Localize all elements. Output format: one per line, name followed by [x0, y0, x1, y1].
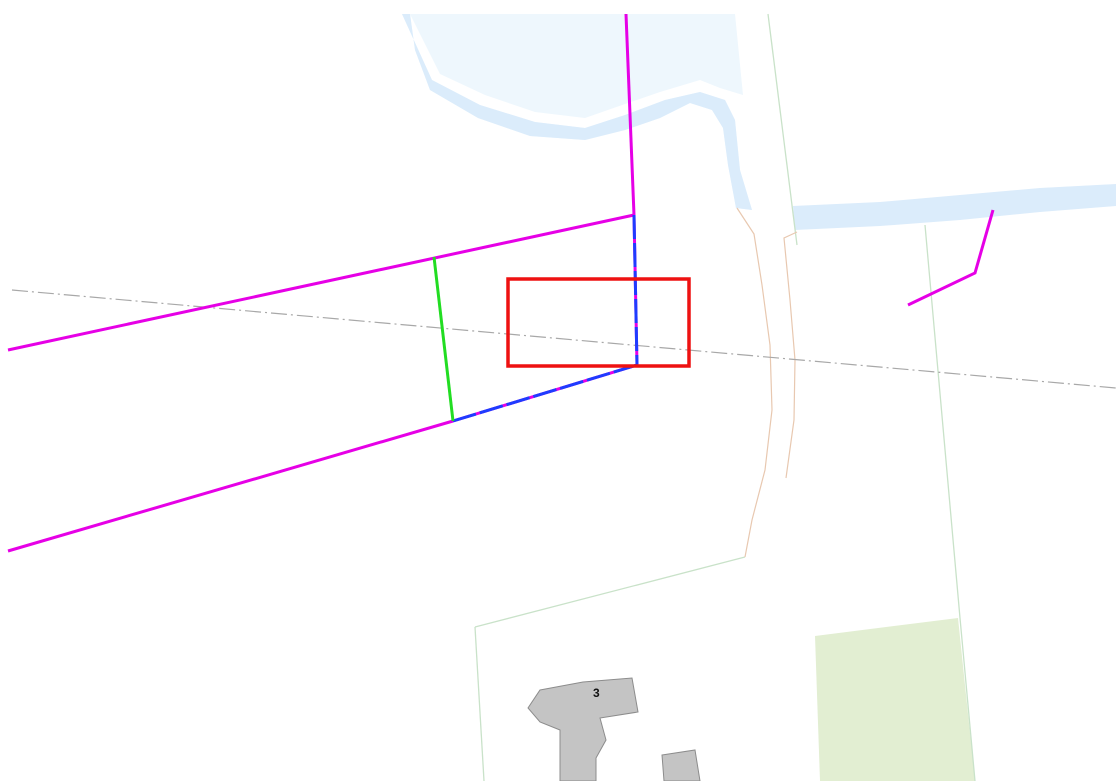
road-edge-left	[736, 207, 773, 558]
stream-right	[793, 184, 1116, 230]
parcel-boundary-southwest	[474, 626, 485, 781]
magenta-line-upper[interactable]	[7, 213, 635, 352]
edited-segment-diagonal[interactable]	[452, 363, 638, 423]
parcel-boundary-east	[924, 224, 976, 781]
parcel-boundary-north	[767, 13, 798, 246]
river-upper-bank	[402, 14, 752, 210]
green-segment[interactable]	[432, 256, 455, 422]
building-small[interactable]	[661, 749, 701, 781]
parcel-boundary-south	[474, 556, 746, 628]
edited-segment-vertical[interactable]	[632, 214, 639, 366]
road-edge-right	[783, 231, 798, 479]
building-3[interactable]	[527, 677, 639, 781]
magenta-line-north[interactable]	[624, 13, 636, 216]
buildings: 3	[527, 677, 701, 781]
magenta-polyline-east[interactable]	[907, 209, 995, 307]
vegetation-area	[815, 618, 975, 781]
edited-segments	[452, 214, 639, 423]
magenta-line-lower[interactable]	[7, 419, 454, 553]
centerline	[11, 289, 1116, 389]
road-edges	[736, 207, 798, 558]
building-3-label: 3	[593, 686, 600, 700]
river-upper-pool	[410, 14, 743, 118]
selection-box[interactable]	[506, 277, 691, 368]
parcel-boundaries	[474, 13, 976, 781]
